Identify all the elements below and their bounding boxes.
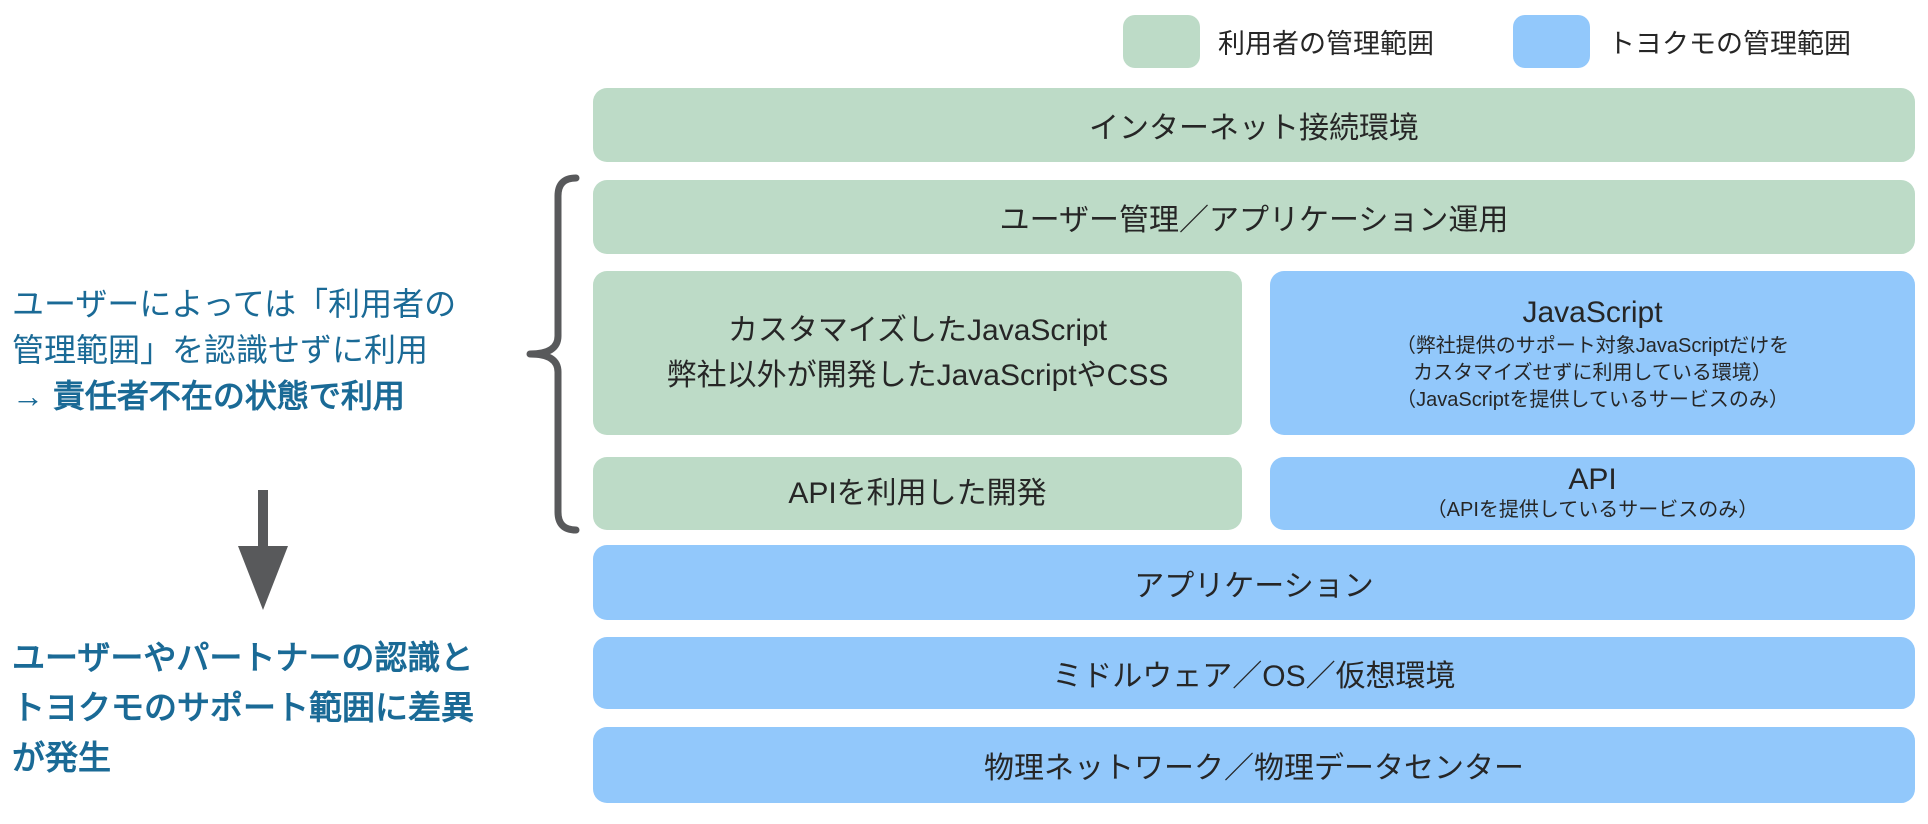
api-development-label: APIを利用した開発 (788, 477, 1047, 510)
layer-user-management: ユーザー管理／アプリケーション運用 (593, 180, 1915, 254)
javascript-title: JavaScript (1522, 295, 1663, 329)
layer-middleware: ミドルウェア／OS／仮想環境 (593, 637, 1915, 709)
layer-internet-label: インターネット接続環境 (1089, 112, 1419, 145)
layer-internet: インターネット接続環境 (593, 88, 1915, 162)
customized-javascript-line1: カスタマイズしたJavaScript (727, 314, 1108, 347)
user-scope-label: 利用者の管理範囲 (1218, 29, 1434, 59)
note1-bold-text: 責任者不在の状態で利用 (52, 378, 405, 414)
down-arrow-icon (238, 490, 288, 610)
javascript-sub3: （JavaScriptを提供しているサービスのみ） (1396, 388, 1789, 411)
note1-line3: → 責任者不在の状態で利用 (12, 373, 456, 419)
box-api: API （APIを提供しているサービスのみ） (1270, 457, 1915, 530)
annotation-no-responsible-party: ユーザーによっては「利用者の 管理範囲」を認識せずに利用 → 責任者不在の状態で… (12, 281, 456, 419)
layer-application: アプリケーション (593, 545, 1915, 620)
note1-line2: 管理範囲」を認識せずに利用 (12, 332, 429, 368)
api-title: API (1568, 463, 1617, 496)
legend-item-toyokumo-scope: トヨクモの管理範囲 (1513, 15, 1851, 68)
layer-middleware-label: ミドルウェア／OS／仮想環境 (1052, 660, 1456, 693)
javascript-sub1: （弊社提供のサポート対象JavaScriptだけを (1395, 334, 1790, 357)
box-javascript: JavaScript （弊社提供のサポート対象JavaScriptだけを カスタ… (1270, 271, 1915, 435)
note2-line2: トヨクモのサポート範囲に差異 (12, 689, 474, 726)
layer-physical: 物理ネットワーク／物理データセンター (593, 727, 1915, 803)
legend-item-user-scope: 利用者の管理範囲 (1123, 15, 1434, 68)
user-scope-swatch (1123, 15, 1200, 68)
note1-line1: ユーザーによっては「利用者の (12, 286, 457, 322)
curly-brace-icon (526, 174, 580, 534)
note1-arrow-glyph: → (12, 378, 53, 414)
box-customized-javascript: カスタマイズしたJavaScript 弊社以外が開発したJavaScriptやC… (593, 271, 1242, 435)
layer-physical-label: 物理ネットワーク／物理データセンター (984, 752, 1524, 785)
api-sub: （APIを提供しているサービスのみ） (1426, 499, 1759, 521)
toyokumo-scope-label: トヨクモの管理範囲 (1608, 29, 1851, 59)
toyokumo-scope-swatch (1513, 15, 1590, 68)
layer-application-label: アプリケーション (1134, 569, 1374, 603)
note2-line3: が発生 (12, 739, 111, 776)
layer-user-management-label: ユーザー管理／アプリケーション運用 (999, 204, 1509, 237)
note2-line1: ユーザーやパートナーの認識と (12, 639, 474, 676)
box-api-development: APIを利用した開発 (593, 457, 1242, 530)
javascript-sub2: カスタマイズせずに利用している環境） (1413, 361, 1772, 384)
annotation-support-gap: ユーザーやパートナーの認識と トヨクモのサポート範囲に差異 が発生 (12, 633, 474, 783)
customized-javascript-line2: 弊社以外が開発したJavaScriptやCSS (666, 359, 1169, 392)
